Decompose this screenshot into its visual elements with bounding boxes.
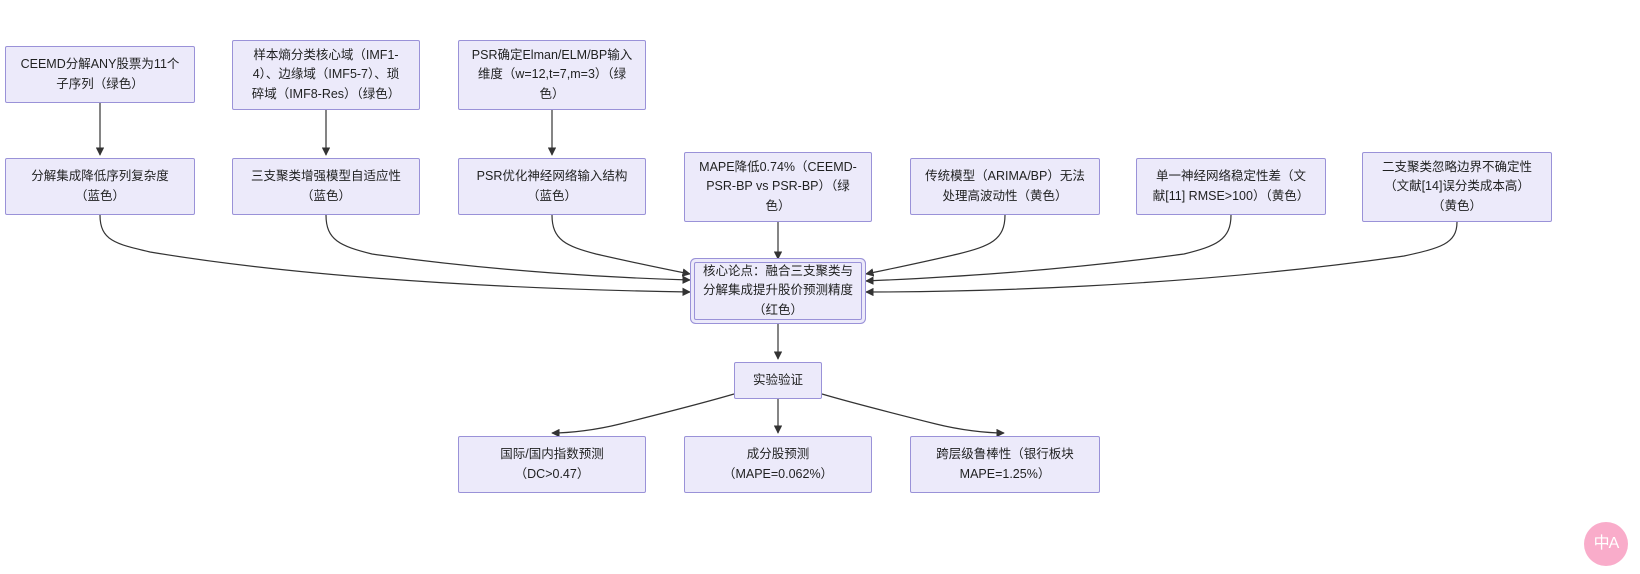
node-rebuttal-traditional-models[interactable]: 传统模型（ARIMA/BP）无法 处理高波动性（黄色）	[910, 158, 1100, 215]
node-sample-entropy-classification[interactable]: 样本熵分类核心域（IMF1- 4）、边缘域（IMF5-7）、琐 碎域（IMF8-…	[232, 40, 420, 110]
watermark-text: 中A	[1593, 535, 1620, 552]
node-ceemd-decomposition[interactable]: CEEMD分解ANY股票为11个 子序列（绿色）	[5, 46, 195, 103]
node-result-index-forecast[interactable]: 国际/国内指数预测 （DC>0.47）	[458, 436, 646, 493]
edge-n5-n11	[325, 214, 691, 284]
node-label: 核心论点：融合三支聚类与 分解集成提升股价预测精度 （红色）	[703, 263, 854, 317]
edge-n12-n15	[821, 393, 1005, 438]
node-rebuttal-two-way-clustering[interactable]: 二支聚类忽略边界不确定性 （文献[14]误分类成本高） （黄色）	[1362, 152, 1552, 222]
node-label: MAPE降低0.74%（CEEMD- PSR-BP vs PSR-BP）（绿 色…	[699, 159, 857, 213]
node-label: 跨层级鲁棒性（银行板块 MAPE=1.25%）	[936, 447, 1074, 481]
node-label: 成分股预测 （MAPE=0.062%）	[722, 447, 834, 481]
node-warrant-three-way-clustering[interactable]: 三支聚类增强模型自适应性 （蓝色）	[232, 158, 420, 215]
node-result-cross-level-robustness[interactable]: 跨层级鲁棒性（银行板块 MAPE=1.25%）	[910, 436, 1100, 493]
edge-n4-n11	[99, 214, 691, 297]
node-label: PSR确定Elman/ELM/BP输入 维度（w=12,t=7,m=3）（绿 色…	[471, 47, 633, 101]
node-evidence-mape-reduction[interactable]: MAPE降低0.74%（CEEMD- PSR-BP vs PSR-BP）（绿 色…	[684, 152, 872, 222]
node-core-claim[interactable]: 核心论点：融合三支聚类与 分解集成提升股价预测精度 （红色）	[694, 262, 862, 320]
node-label: CEEMD分解ANY股票为11个 子序列（绿色）	[20, 57, 180, 91]
node-label: 单一神经网络稳定性差（文 献[11] RMSE>100）（黄色）	[1152, 169, 1310, 203]
node-rebuttal-single-network-stability[interactable]: 单一神经网络稳定性差（文 献[11] RMSE>100）（黄色）	[1136, 158, 1326, 215]
node-label: 分解集成降低序列复杂度 （蓝色）	[31, 169, 169, 203]
node-psr-input-dimension[interactable]: PSR确定Elman/ELM/BP输入 维度（w=12,t=7,m=3）（绿 色…	[458, 40, 646, 110]
node-warrant-complexity-reduction[interactable]: 分解集成降低序列复杂度 （蓝色）	[5, 158, 195, 215]
edge-n10-n11	[865, 221, 1458, 297]
node-label: PSR优化神经网络输入结构 （蓝色）	[476, 169, 628, 203]
node-experimental-validation[interactable]: 实验验证	[734, 362, 822, 399]
edge-n9-n11	[865, 214, 1232, 285]
node-label: 样本熵分类核心域（IMF1- 4）、边缘域（IMF5-7）、琐 碎域（IMF8-…	[251, 47, 401, 101]
node-result-constituent-stock[interactable]: 成分股预测 （MAPE=0.062%）	[684, 436, 872, 493]
node-label: 二支聚类忽略边界不确定性 （文献[14]误分类成本高） （黄色）	[1381, 159, 1532, 213]
node-warrant-psr-structure[interactable]: PSR优化神经网络输入结构 （蓝色）	[458, 158, 646, 215]
node-label: 国际/国内指数预测 （DC>0.47）	[500, 447, 604, 481]
edge-n12-n13	[551, 393, 735, 438]
watermark-badge: 中A	[1584, 522, 1628, 566]
edge-n6-n11	[551, 214, 691, 277]
node-label: 传统模型（ARIMA/BP）无法 处理高波动性（黄色）	[925, 169, 1085, 203]
node-label: 三支聚类增强模型自适应性 （蓝色）	[250, 169, 401, 203]
node-label: 实验验证	[752, 372, 803, 387]
edge-n8-n11	[865, 214, 1006, 277]
